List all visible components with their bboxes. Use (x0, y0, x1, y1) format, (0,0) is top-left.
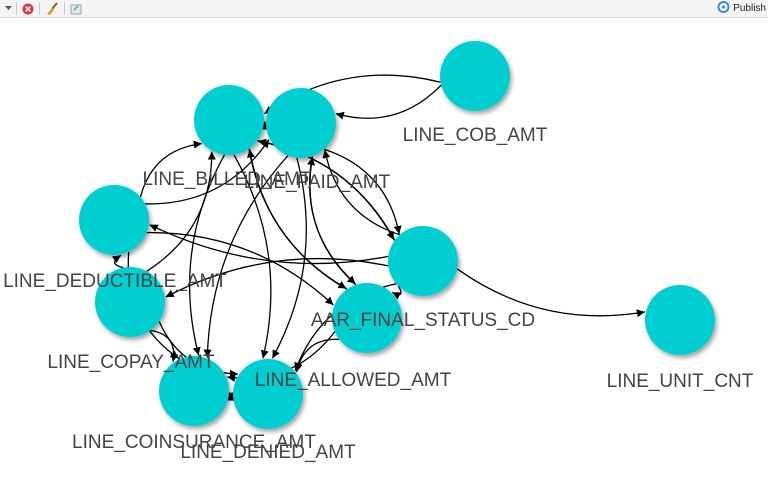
edge-allowed-to-paid (307, 156, 357, 286)
node-label-status: AAR_FINAL_STATUS_CD (311, 310, 535, 331)
edge-allowed-to-denied (294, 338, 340, 373)
node-deductible[interactable] (79, 185, 149, 255)
node-label-unit: LINE_UNIT_CNT (607, 371, 754, 392)
node-denied[interactable] (233, 359, 303, 429)
edge-deductible-to-paid (145, 139, 270, 205)
edge-billed-to-coins (188, 154, 226, 356)
edge-allowed-to-billed (247, 149, 348, 290)
edge-cob-to-paid (335, 84, 442, 120)
node-label-allowed: LINE_ALLOWED_AMT (255, 370, 452, 391)
node-coins[interactable] (159, 356, 229, 426)
toolbar-separator (39, 2, 40, 15)
node-paid[interactable] (266, 88, 336, 158)
dropdown-arrow-icon[interactable] (4, 1, 12, 16)
edge-billed-to-paid (260, 121, 269, 130)
publish-button[interactable]: Publish (717, 0, 766, 17)
edge-denied-to-coins (226, 392, 235, 401)
edge-deductible-to-allowed (146, 231, 334, 306)
node-label-copay: LINE_COPAY_AMT (47, 352, 215, 373)
node-layer (79, 41, 715, 429)
node-copay[interactable] (95, 267, 165, 337)
node-label-billed: LINE_BILLED_AMT (143, 169, 312, 190)
node-allowed[interactable] (332, 283, 402, 353)
edge-status-to-allowed (391, 285, 402, 300)
node-label-cob: LINE_COB_AMT (403, 125, 548, 146)
publish-icon (717, 1, 730, 16)
publish-label: Publish (733, 3, 766, 14)
node-unit[interactable] (645, 285, 715, 355)
edge-deductible-to-billed (139, 140, 202, 198)
broom-icon[interactable] (44, 1, 60, 16)
toolbar-separator (16, 2, 17, 15)
node-label-denied: LINE_DENIED_AMT (180, 442, 356, 463)
node-label-coins: LINE_COINSURANCE_AMT (72, 432, 316, 453)
edge-copay-to-deductible (112, 254, 124, 269)
edge-paid-to-coins (203, 155, 289, 358)
close-icon[interactable] (21, 1, 35, 16)
node-label-paid: LINE_PAID_AMT (244, 172, 391, 193)
edge-paid-to-status (323, 148, 402, 235)
node-label-deductible: LINE_DEDUCTIBLE_AMT (3, 271, 227, 292)
viewer-toolbar: Publish (0, 0, 768, 18)
edge-paid-to-denied (271, 157, 307, 359)
edge-billed-to-denied (233, 154, 272, 359)
node-cob[interactable] (440, 41, 510, 111)
node-status[interactable] (388, 226, 458, 296)
edge-status-to-paid (322, 149, 401, 236)
export-icon[interactable] (69, 1, 83, 16)
edge-status-to-copay (165, 257, 389, 298)
edge-status-to-unit (456, 268, 646, 318)
node-billed[interactable] (194, 85, 264, 155)
toolbar-separator (64, 2, 65, 15)
edge-copay-to-billed (146, 151, 216, 272)
